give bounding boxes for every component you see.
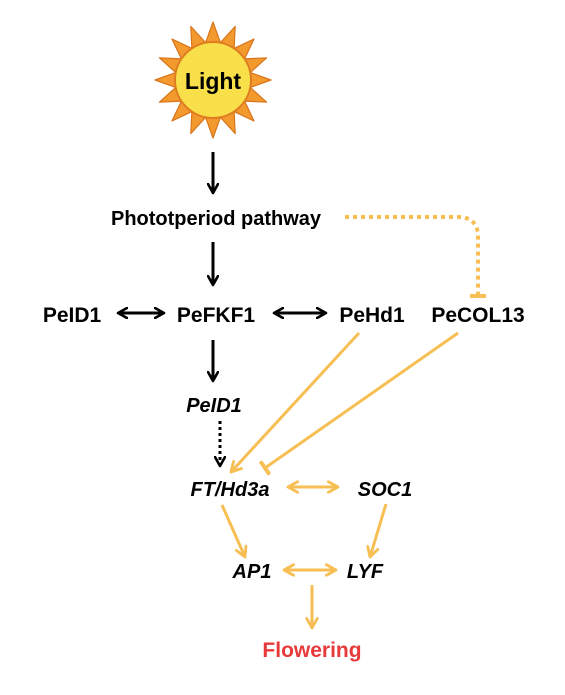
node-pecol13: PeCOL13 [431,304,524,327]
light-label: Light [185,68,242,94]
arrow-soc1-to-lyf [370,503,388,557]
node-lyf: LYF [347,561,384,583]
arrow-pehd1-to-ft [231,331,361,472]
arrow-ft-to-ap1 [220,504,245,557]
node-pehd1: PeHd1 [339,304,405,327]
node-ap1: AP1 [232,561,272,583]
node-flowering: Flowering [262,639,361,662]
sun-disc [174,41,252,119]
node-peid1-gene: PeID1 [186,395,242,417]
node-peid1-protein: PeID1 [43,304,102,327]
dotted-inhibition-photoperiod-to-pecol13 [345,215,478,296]
node-soc1: SOC1 [358,479,412,501]
inhibition-pecol13-to-ft [265,331,459,468]
sun-icon: Light [154,21,272,139]
node-photoperiod-pathway: Phototperiod pathway [111,208,322,230]
node-ft-hd3a: FT/Hd3a [191,479,270,501]
node-pefkf1: PeFKF1 [177,304,256,327]
